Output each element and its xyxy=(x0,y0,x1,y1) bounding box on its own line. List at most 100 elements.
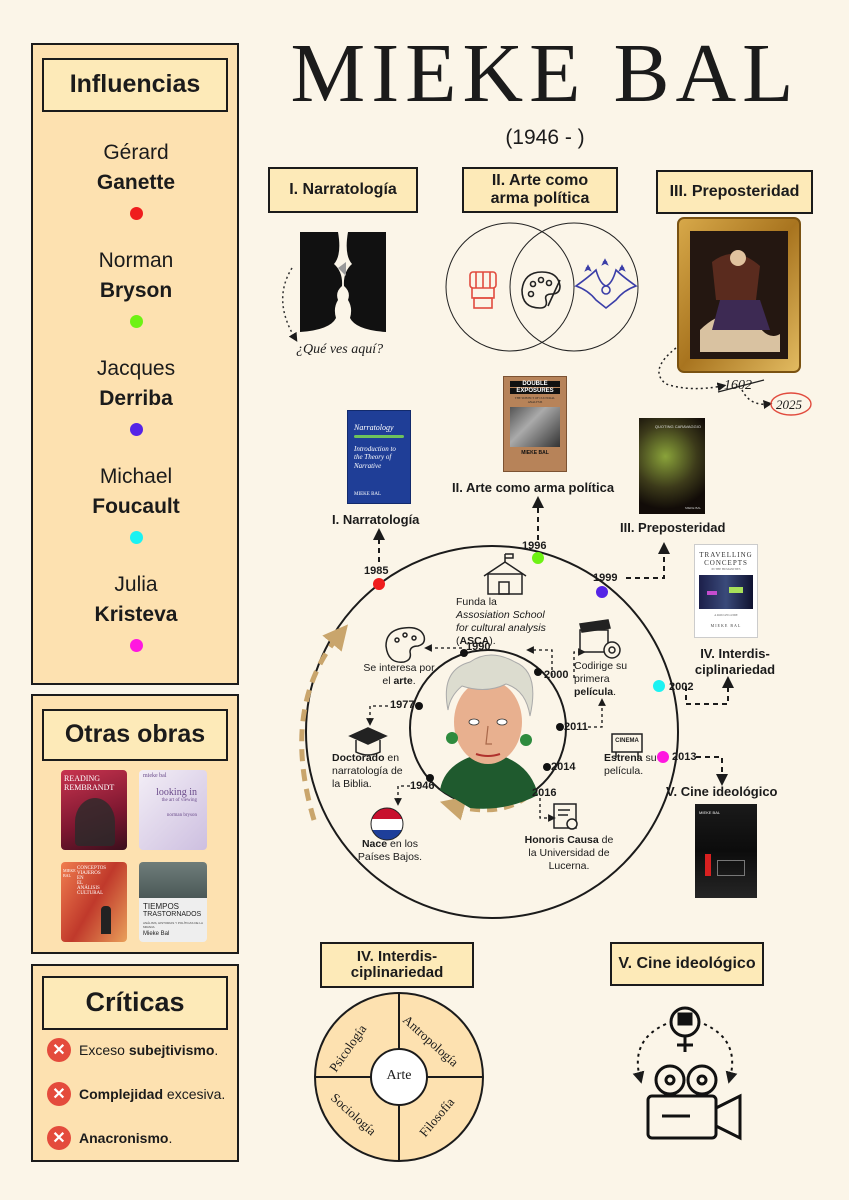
year-2002: 2002 xyxy=(669,681,694,693)
movie-camera-icon xyxy=(632,1006,742,1141)
influence-bryson: Norman Bryson xyxy=(33,249,239,328)
year-1990: 1990 xyxy=(466,641,491,653)
disciplinas-wheel xyxy=(314,992,484,1162)
timeline-label-arte-politica: II. Arte como arma política xyxy=(452,480,615,495)
dot-1946 xyxy=(426,774,434,782)
criticas-panel: Críticas ✕ Exceso subejtivismo. ✕ Comple… xyxy=(31,964,239,1162)
dot-2014 xyxy=(543,763,551,771)
year-2025: 2025 xyxy=(776,397,802,412)
book-tiempos-trastornados: TIEMPOS TRASTORNADOS ANÁLISIS, HISTORIAS… xyxy=(139,862,207,942)
year-1985: 1985 xyxy=(364,565,389,577)
year-1977: 1977 xyxy=(390,699,415,711)
venn-diagram xyxy=(445,222,639,352)
event-asca: Funda la Assosiation School for cultural… xyxy=(456,596,546,648)
section-arte-politica-tag: II. Arte como arma política xyxy=(462,167,618,213)
page-title: MIEKE BAL xyxy=(290,27,800,120)
influence-foucault: Michael Foucault xyxy=(33,465,239,544)
book-conceptos-viajeros: MIEKE BAL CONCEPTOS VIAJEROS EN EL ANÁLI… xyxy=(61,862,127,942)
event-honoris: Honoris Causa de la Universidad de Lucer… xyxy=(524,834,614,873)
influencias-panel: Influencias Gérard Ganette Norman Bryson… xyxy=(31,43,239,685)
netherlands-flag-icon xyxy=(370,807,404,841)
influence-ganette: Gérard Ganette xyxy=(33,141,239,220)
dot-1985 xyxy=(373,578,385,590)
arrow-1946 xyxy=(394,785,410,806)
arrow-1999 xyxy=(626,542,670,579)
cinema-sign-icon xyxy=(611,733,643,758)
dot-2002 xyxy=(653,680,665,692)
critica-item: ✕ Exceso subejtivismo. xyxy=(47,1038,218,1062)
year-1602: 1602 xyxy=(724,378,752,393)
critica-item: ✕ Complejidad excesiva. xyxy=(47,1082,225,1106)
influence-dot xyxy=(129,531,143,544)
year-1946: 1946 xyxy=(410,780,435,792)
book-film-poster: MIEKE BAL xyxy=(695,804,757,898)
arrow-2002 xyxy=(685,676,734,705)
dot-1999 xyxy=(596,586,608,598)
diploma-icon xyxy=(553,803,578,830)
art-palette-icon xyxy=(385,626,426,663)
arrow-2011 xyxy=(588,698,606,728)
year-arrow xyxy=(741,389,773,409)
x-icon: ✕ xyxy=(47,1082,71,1106)
dot-1996 xyxy=(532,552,544,564)
section-preposteridad-tag: III. Preposteridad xyxy=(656,170,813,214)
book-double-exposures: DOUBLE EXPOSURES THE SUBJECT OF CULTURAL… xyxy=(503,376,567,472)
portrait-illustration xyxy=(440,654,538,809)
framed-painting-icon xyxy=(677,217,801,373)
dot-2013 xyxy=(657,751,669,763)
section-narratologia-tag: I. Narratología xyxy=(268,167,418,213)
strike-1602 xyxy=(717,379,765,393)
event-doctorado: Doctorado en narratología de la Biblia. xyxy=(332,752,403,791)
graduation-cap-icon xyxy=(348,727,388,756)
timeline-label-cine: V. Cine ideológico xyxy=(666,784,778,799)
dot-1990 xyxy=(460,649,468,657)
criticas-heading: Críticas xyxy=(42,976,228,1030)
event-nace: Nace en los Países Bajos. xyxy=(357,838,423,864)
timeline-label-interdis: IV. Interdis-ciplinariedad xyxy=(694,646,776,678)
book-travelling-concepts: TRAVELLING CONCEPTS IN THE HUMANITIES A … xyxy=(694,544,758,638)
book-quoting-caravaggio: QUOTING CARAVAGGIO MIEKE BAL xyxy=(639,418,705,514)
year-2016: 2016 xyxy=(532,787,557,799)
arrow-asca xyxy=(526,646,553,676)
cinema-sign-text: CINEMA xyxy=(615,738,639,744)
narratologia-caption: ¿Qué ves aquí? xyxy=(296,342,384,357)
year-2013: 2013 xyxy=(672,751,697,763)
arrow-1977 xyxy=(366,705,388,726)
otras-obras-panel: Otras obras READING REMBRANDT mieke bal … xyxy=(31,694,239,954)
dot-2000 xyxy=(534,668,542,676)
outer-timeline-circle xyxy=(305,545,679,919)
event-estrena: Estrena su película. xyxy=(604,752,657,778)
dot-1977 xyxy=(415,702,423,710)
palette-icon xyxy=(521,271,561,309)
influence-kristeva: Julia Kristeva xyxy=(33,573,239,652)
discipline-center: Arte xyxy=(386,1068,412,1083)
year-1999: 1999 xyxy=(593,572,618,584)
arrow-2016 xyxy=(539,798,556,822)
influence-dot xyxy=(129,639,143,652)
year-2000: 2000 xyxy=(544,669,569,681)
year-2014: 2014 xyxy=(551,761,576,773)
event-arte: Se interesa por el arte. xyxy=(363,662,435,688)
section-cine-ideologico-tag: V. Cine ideológico xyxy=(610,942,764,986)
tan-progress-arc xyxy=(299,624,348,821)
eagle-emblem-icon xyxy=(574,258,638,310)
clapperboard-icon xyxy=(579,619,621,659)
raised-fist-icon xyxy=(469,271,497,309)
section-interdisciplinariedad-tag: IV. Interdis-ciplinariedad xyxy=(320,942,474,988)
otras-obras-heading: Otras obras xyxy=(42,709,228,761)
timeline-label-preposteridad: III. Preposteridad xyxy=(620,520,726,535)
event-pelicula: Codirige su primera película. xyxy=(574,660,628,699)
influencias-heading: Influencias xyxy=(42,58,228,112)
x-icon: ✕ xyxy=(47,1038,71,1062)
arrow-2013 xyxy=(696,756,728,786)
book-reading-rembrandt: READING REMBRANDT xyxy=(61,770,127,850)
page-subtitle: (1946 - ) xyxy=(505,126,585,149)
year-2011: 2011 xyxy=(564,721,588,733)
circle-2025 xyxy=(770,392,812,416)
book-looking-in: mieke bal looking in the art of viewing … xyxy=(139,770,207,850)
influence-dot xyxy=(129,423,143,436)
influence-dot xyxy=(129,207,143,220)
school-icon xyxy=(483,553,527,595)
influence-dot xyxy=(129,315,143,328)
